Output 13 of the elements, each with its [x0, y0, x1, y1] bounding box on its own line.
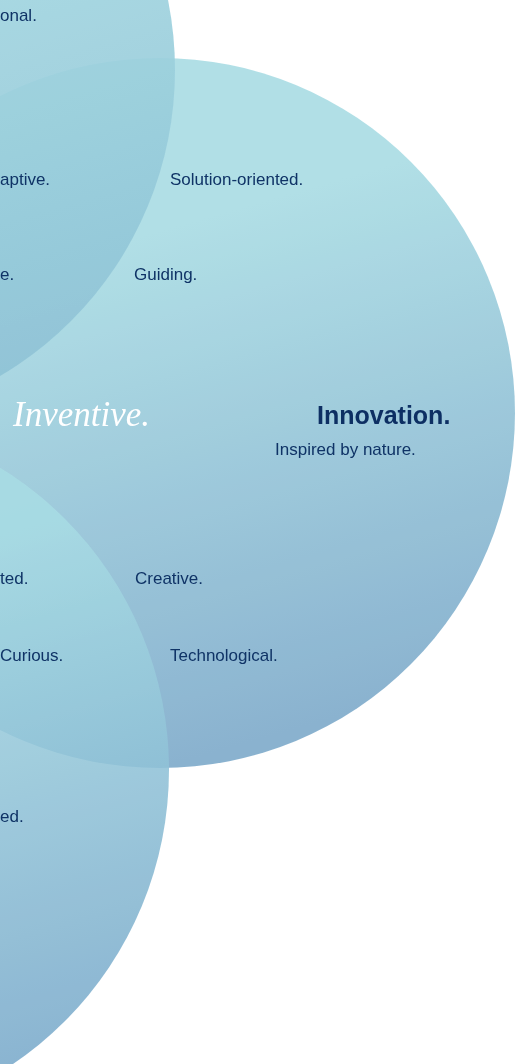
heading-text: Innovation.: [317, 401, 451, 430]
label-text: Creative.: [135, 569, 204, 589]
label-text: ed.: [0, 807, 24, 827]
label-text: onal.: [0, 6, 37, 26]
label-text: ted.: [0, 569, 29, 589]
label-text: e.: [0, 265, 15, 285]
label-text: Technological.: [170, 646, 278, 666]
heading-text: Inventive.: [13, 395, 150, 435]
label-text: aptive.: [0, 170, 51, 190]
label-text: Solution-oriented.: [170, 170, 304, 190]
label-text: Curious.: [0, 646, 64, 666]
label-text: Inspired by nature.: [275, 440, 416, 460]
label-text: Guiding.: [134, 265, 198, 285]
